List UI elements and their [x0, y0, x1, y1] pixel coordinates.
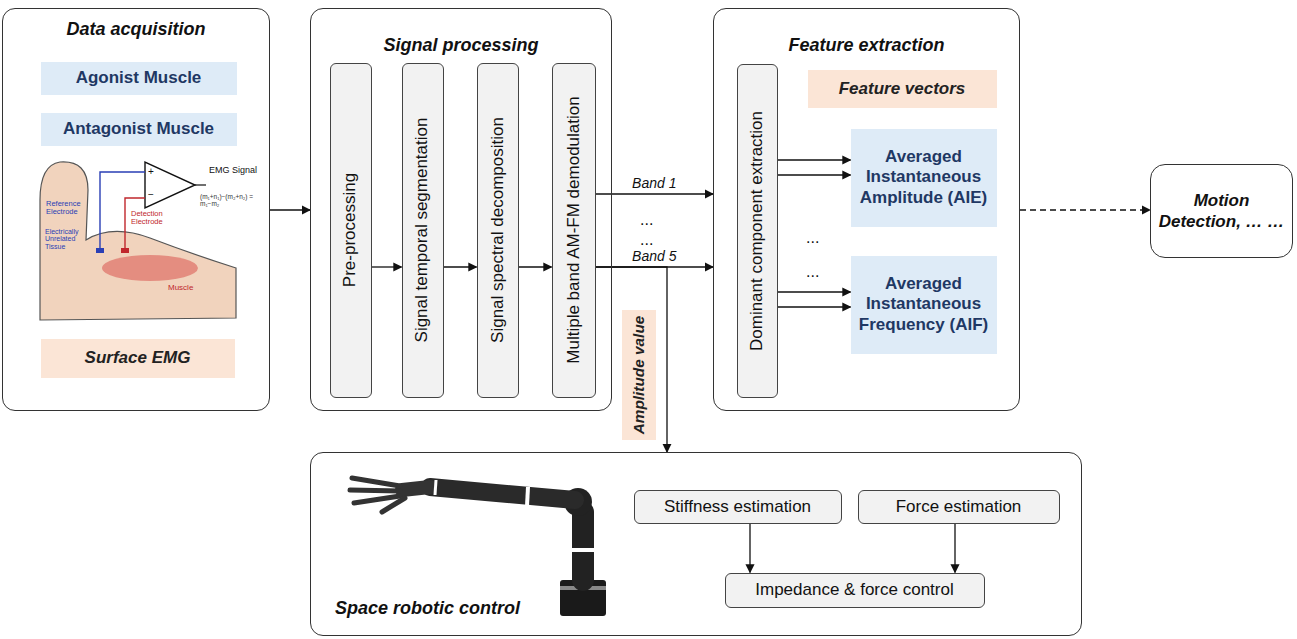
box-label: Surface EMG [85, 348, 191, 368]
connector-arrow [954, 524, 955, 573]
box-label: Motion Detection, … … [1157, 190, 1286, 233]
illustration-label: EMG Signal [209, 166, 269, 175]
feature-box: Averaged Instantaneous Amplitude (AIE) [851, 129, 997, 227]
connector-arrow [596, 193, 714, 194]
illustration-label: Detection Electrode [131, 210, 179, 226]
box-label: Impedance & force control [755, 580, 953, 600]
amplitude-tag: Amplitude value [622, 310, 656, 440]
robot-finger [352, 478, 400, 486]
output-wire [195, 184, 206, 185]
connector-arrow [270, 209, 310, 210]
connector-arrow [1020, 209, 1150, 210]
connector-arrow [596, 267, 668, 452]
illustration-label: Electrically Unrelated Tissue [45, 228, 87, 250]
robot-ring [435, 480, 436, 495]
illustration-label: Muscle [168, 284, 208, 292]
illustration-label: (m₁+n₁)−(m₂+n₂) = m₁−m₂ [200, 194, 264, 208]
output-box: Motion Detection, … … [1150, 164, 1293, 258]
box-label: Signal spectral decomposition [488, 117, 508, 343]
connector-arrow [778, 159, 851, 160]
panel-title: Data acquisition [3, 19, 269, 40]
connector-arrow [778, 291, 851, 292]
robot-link [430, 487, 575, 500]
connector-arrow [444, 266, 477, 267]
connector-arrow [372, 266, 402, 267]
process-box: Signal temporal segmentation [402, 63, 444, 398]
robot-finger [354, 496, 400, 503]
muscle-box: Agonist Muscle [41, 62, 237, 95]
reference-electrode [96, 248, 104, 253]
muscle-shape [102, 255, 198, 281]
feature-box: Averaged Instantaneous Frequency (AIF) [851, 256, 997, 354]
panel-title: Signal processing [311, 35, 611, 56]
robot-ring [572, 548, 594, 552]
box-label: Force estimation [896, 497, 1022, 517]
panel-title: Space robotic control [335, 598, 520, 619]
robot-link [572, 512, 594, 580]
stage-panel: Space robotic control Stiffness estimatio… [310, 452, 1082, 636]
box-label: Antagonist Muscle [63, 119, 214, 139]
connector-arrow [749, 524, 750, 573]
box-label: Agonist Muscle [76, 68, 202, 88]
process-box: Signal spectral decomposition [477, 63, 519, 398]
signal-tag: Surface EMG [41, 339, 235, 378]
amplifier-symbol [145, 162, 195, 208]
process-box: Stiffness estimation [634, 490, 842, 524]
process-box: Impedance & force control [725, 573, 985, 608]
process-box: Force estimation [858, 490, 1060, 524]
illustration-label: − [148, 190, 158, 201]
stage-panel: Signal processingPre-processing Signal te… [310, 8, 612, 411]
connector-arrow [778, 306, 851, 307]
illustration-label: + [148, 167, 158, 178]
band-label: Band 5 [630, 248, 678, 264]
detection-electrode [121, 248, 129, 253]
ellipsis-mark: ... [806, 264, 836, 281]
ellipsis-mark: ... [640, 232, 670, 249]
box-label: Averaged Instantaneous Frequency (AIF) [857, 274, 991, 335]
robot-wrist [402, 487, 430, 490]
ellipsis-mark: ... [806, 230, 836, 247]
box-label: Dominant component extraction [747, 110, 767, 350]
box-label: Amplitude value [630, 316, 648, 435]
box-label: Multiple band AM-FM demodulation [564, 96, 584, 363]
robot-arm [350, 478, 606, 616]
robot-thumb [382, 498, 405, 512]
box-label: Signal temporal segmentation [413, 118, 433, 343]
ellipsis-mark: ... [640, 212, 670, 229]
arm-outline [40, 162, 236, 320]
connector-arrow [778, 174, 851, 175]
process-box: Multiple band AM-FM demodulation [552, 63, 596, 398]
robot-finger [350, 490, 400, 491]
stage-panel: Feature extractionDominant component ext… [713, 8, 1020, 411]
robot-ring [527, 487, 528, 506]
box-label: Stiffness estimation [664, 497, 811, 517]
emg-illustration [40, 162, 236, 320]
band-label: Band 1 [630, 175, 678, 191]
box-label: Averaged Instantaneous Amplitude (AIE) [857, 147, 991, 208]
box-label: Pre-processing [341, 173, 361, 287]
process-box: Dominant component extraction [737, 64, 778, 398]
muscle-box: Antagonist Muscle [41, 113, 237, 146]
box-label: Feature vectors [839, 79, 966, 99]
connector-arrow [519, 266, 552, 267]
panel-title: Feature extraction [714, 35, 1019, 56]
illustration-label: Reference Electrode [46, 200, 98, 216]
process-box: Pre-processing [330, 63, 372, 398]
feature-tag: Feature vectors [808, 70, 997, 108]
